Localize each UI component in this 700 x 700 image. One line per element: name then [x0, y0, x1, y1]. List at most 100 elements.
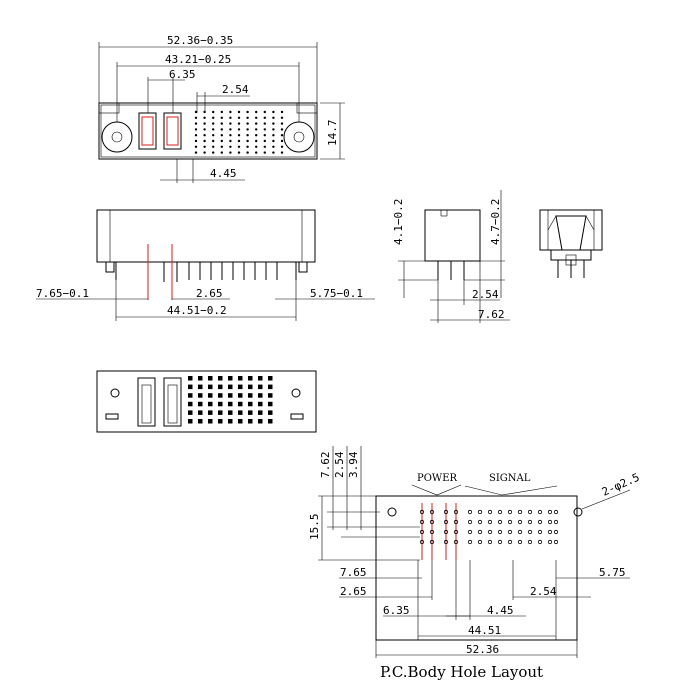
top-signal-dot: [229, 151, 232, 154]
top-signal-dot: [229, 122, 232, 125]
top-signal-dot: [280, 151, 284, 154]
bottom-square: [238, 376, 243, 381]
pc-hole: [487, 519, 493, 525]
top-signal-dot: [229, 116, 232, 120]
top-signal-dot: [237, 151, 241, 154]
pc-hole: [487, 539, 493, 545]
top-signal-grid: [194, 110, 284, 154]
top-signal-dot: [255, 134, 258, 137]
pc-hole: [553, 519, 559, 525]
bottom-square: [248, 384, 253, 390]
dim-right-height: 4.7−0.2: [489, 199, 502, 245]
bottom-square: [208, 401, 213, 407]
bottom-square: [248, 401, 253, 407]
top-signal-dot: [237, 116, 241, 120]
top-view: 52.36−0.35 43.21−0.25 6.35 2.54 14.7 4.4…: [98, 34, 345, 183]
top-signal-dot: [272, 110, 275, 114]
pc-hole: [477, 529, 483, 535]
top-signal-dot: [203, 122, 206, 125]
top-signal-dot: [220, 145, 223, 148]
dim-height: 14.7: [326, 120, 339, 147]
pc-hole: [497, 539, 503, 545]
dim-right-offset: 5.75−0.1: [310, 287, 363, 300]
bottom-view: [96, 370, 317, 433]
pc-hole: [467, 519, 473, 525]
top-signal-dot: [212, 128, 215, 131]
bottom-square: [208, 376, 213, 381]
bottom-square: [198, 410, 203, 415]
section-view: [539, 209, 603, 278]
top-signal-dot: [280, 116, 284, 120]
pc-hole: [553, 539, 559, 545]
pc-hole: [419, 529, 425, 535]
pc-hole: [547, 519, 553, 525]
top-signal-dot: [255, 116, 258, 120]
top-signal-dot: [280, 145, 284, 148]
top-signal-dot: [246, 128, 249, 131]
bottom-square: [248, 419, 253, 424]
pc-hole: [443, 529, 449, 535]
top-signal-dot: [229, 128, 232, 131]
top-signal-dot: [212, 139, 215, 143]
pc-hole: [443, 539, 449, 545]
bottom-square: [198, 393, 203, 398]
top-signal-dot: [246, 139, 249, 143]
top-signal-dot: [212, 110, 215, 114]
pc-hole: [527, 529, 533, 535]
bottom-square: [238, 384, 243, 390]
top-signal-dot: [220, 128, 223, 131]
pc-hole: [453, 539, 459, 545]
pc-hole: [553, 529, 559, 535]
side-view: 7.65−0.1 2.65 5.75−0.1 44.51−0.2: [36, 209, 375, 321]
end-view: 4.1−0.2 4.7−0.2 2.54 7.62: [392, 190, 510, 323]
pc-hole: [497, 509, 503, 515]
top-signal-dot: [255, 110, 258, 114]
top-signal-dot: [246, 151, 249, 154]
pc-hole: [419, 519, 425, 525]
top-signal-dot: [212, 151, 215, 154]
top-signal-dot: [255, 139, 258, 143]
top-signal-dot: [220, 110, 223, 114]
top-signal-dot: [263, 128, 266, 131]
bottom-square: [268, 419, 273, 424]
top-signal-dot: [212, 145, 215, 148]
pc-hole: [517, 519, 523, 525]
dim-635: 6.35: [383, 604, 410, 617]
top-signal-dot: [203, 128, 206, 131]
bottom-square: [208, 393, 213, 398]
pc-hole: [487, 509, 493, 515]
bottom-square: [218, 401, 223, 407]
bottom-square: [218, 384, 223, 390]
top-signal-dot: [220, 122, 223, 125]
top-signal-dot: [220, 139, 223, 143]
bottom-square: [238, 419, 243, 424]
pc-hole: [537, 539, 543, 545]
dim-left-height: 4.1−0.2: [392, 199, 405, 245]
pc-hole: [487, 529, 493, 535]
bottom-square: [268, 384, 273, 390]
top-signal-dot: [203, 134, 206, 137]
top-signal-dot: [194, 151, 198, 154]
pc-hole: [429, 509, 435, 515]
pc-hole: [497, 519, 503, 525]
pc-hole: [477, 519, 483, 525]
pc-hole: [477, 539, 483, 545]
pc-hole: [547, 509, 553, 515]
bottom-square: [188, 419, 193, 424]
bottom-square: [188, 410, 193, 415]
top-signal-dot: [263, 145, 266, 148]
bottom-square: [208, 419, 213, 424]
pc-hole: [537, 529, 543, 535]
bottom-square: [268, 376, 273, 381]
dim-265: 2.65: [340, 585, 367, 598]
bottom-square: [208, 384, 213, 390]
top-signal-dot: [237, 134, 241, 137]
pc-hole: [429, 519, 435, 525]
bottom-square: [258, 410, 263, 415]
dim-765: 7.65: [340, 566, 367, 579]
bottom-square: [248, 410, 253, 415]
top-signal-dot: [194, 116, 198, 120]
dim-row-spacing: 15.5: [308, 514, 321, 541]
dim-mid-pitch: 2.65: [196, 287, 223, 300]
bottom-square-grid: [188, 376, 273, 424]
